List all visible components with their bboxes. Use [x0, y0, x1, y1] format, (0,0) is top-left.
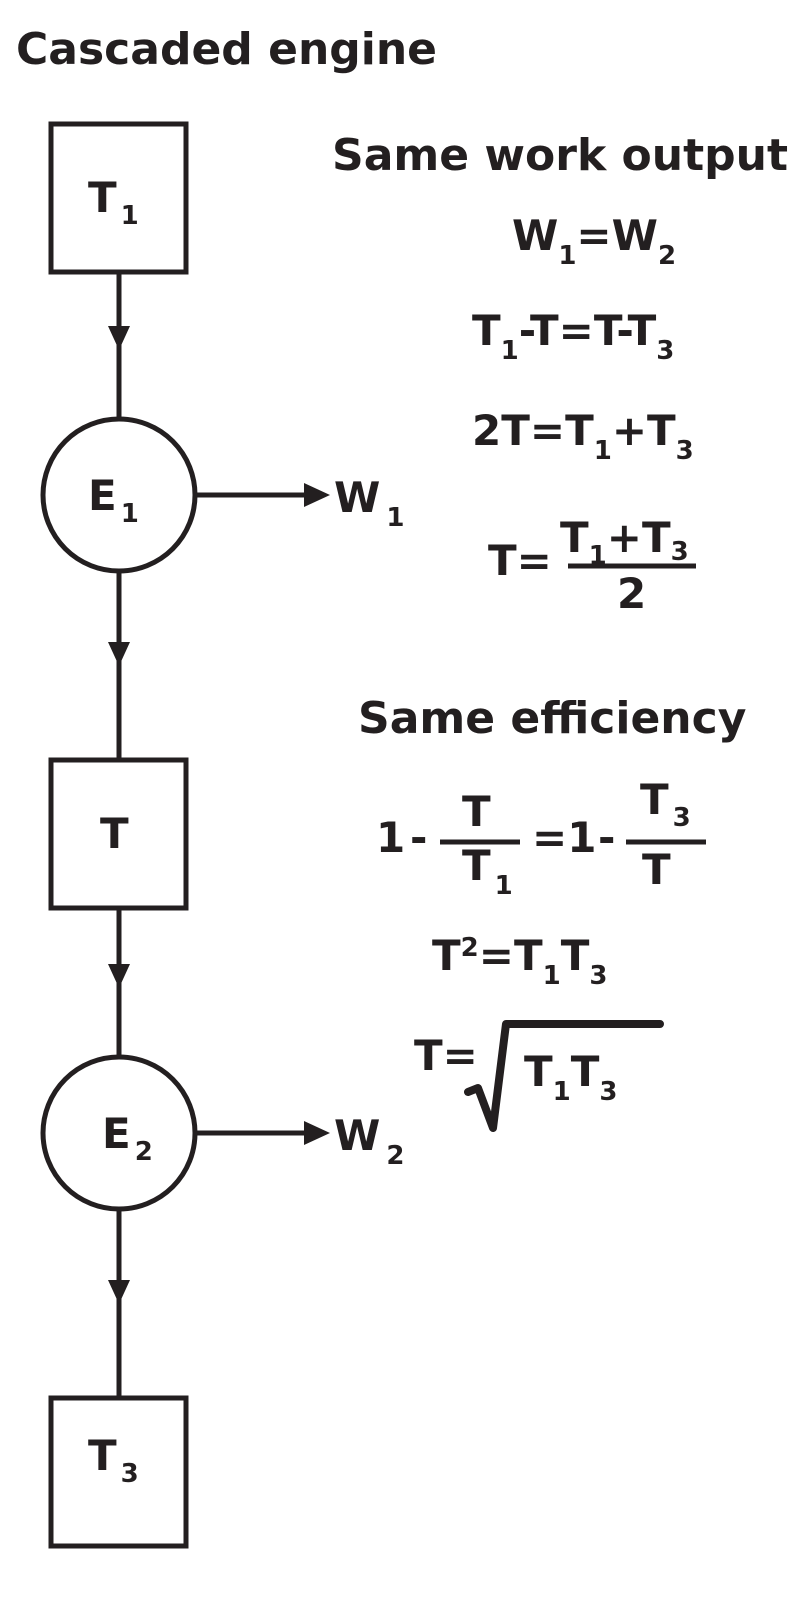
flow-connector-e2-to-cold	[108, 1210, 130, 1398]
flow-connector-e1-to-mid	[108, 572, 130, 760]
reservoir-intermediate-label: T	[100, 809, 129, 858]
eff-eq-numerator-left: T	[462, 787, 491, 836]
eq4-numerator: T1+T3	[560, 513, 689, 571]
down-arrow-icon	[108, 964, 130, 988]
eff-eq-equals-one: =1	[532, 813, 596, 862]
eq-sqrt-lhs: T=	[414, 1031, 478, 1080]
right-arrow-icon	[304, 1121, 330, 1145]
equation-w1-equals-w2: W1=W2	[512, 211, 676, 271]
eff-eq-one-left: 1	[376, 813, 405, 862]
same-work-heading: Same work output	[332, 130, 788, 181]
flow-connector-hot-to-e1	[108, 272, 130, 420]
equation-2t-sum: 2T=T1+T3	[472, 406, 694, 466]
equation-temperature-difference: T1-T=T-T3	[472, 306, 674, 366]
work-arrow-2	[194, 1121, 330, 1145]
flow-connector-mid-to-e2	[108, 908, 130, 1058]
eff-eq-minus-left: -	[410, 813, 427, 862]
same-work-output-section: Same work output W1=W2 T1-T=T-T3 2T=T1+T…	[332, 130, 788, 618]
down-arrow-icon	[108, 642, 130, 666]
equation-t-arithmetic-mean: T= T1+T3 2	[488, 513, 696, 618]
eff-eq-minus-right: -	[598, 813, 615, 862]
down-arrow-icon	[108, 1280, 130, 1304]
square-root-icon	[464, 1020, 664, 1132]
same-efficiency-heading: Same efficiency	[358, 693, 746, 744]
right-arrow-icon	[304, 483, 330, 507]
eq4-denominator: 2	[617, 569, 646, 618]
equation-t-squared: T2=T1T3	[432, 931, 607, 991]
eq4-lhs: T=	[488, 536, 552, 585]
reservoir-intermediate: T	[48, 757, 189, 911]
work-arrow-1	[194, 483, 330, 507]
eq-sqrt-radicand: T1T3	[524, 1047, 618, 1107]
eff-eq-denominator-right: T	[642, 845, 671, 894]
diagram-title: Cascaded engine	[16, 24, 437, 75]
equation-t-geometric-mean: T= T1T3	[414, 1020, 664, 1132]
down-arrow-icon	[108, 326, 130, 350]
